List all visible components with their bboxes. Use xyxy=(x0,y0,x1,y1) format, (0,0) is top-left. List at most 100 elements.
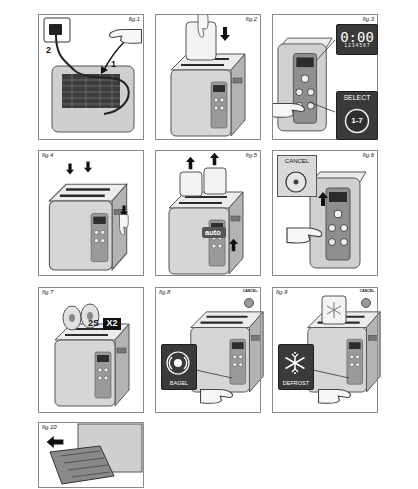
figure-panel: fig.6CANCEL xyxy=(272,150,378,276)
figure-panel: fig.8CANCEL BAGEL xyxy=(155,287,261,413)
toaster xyxy=(191,312,263,392)
fig7-drawing xyxy=(55,304,129,406)
figure-panel: fig.10 xyxy=(38,422,144,488)
figure-panel: fig.5 xyxy=(155,150,261,276)
up-arrow xyxy=(210,153,219,166)
toast-slice xyxy=(204,168,226,194)
figure-number: fig.4 xyxy=(42,152,140,158)
arrow-head xyxy=(101,66,108,74)
toast-slice xyxy=(180,172,202,196)
figure-number: fig.5 xyxy=(159,152,257,158)
button-text: 1 2 3 4 5 6 7 xyxy=(344,44,369,49)
button-text: SELECT xyxy=(343,94,370,101)
button-text: 1-7 xyxy=(351,117,363,125)
bagel-button: BAGEL xyxy=(161,344,197,390)
figure-number: fig.1 xyxy=(42,16,140,22)
toaster xyxy=(55,324,129,406)
leader-line xyxy=(196,370,232,378)
fig9-drawing xyxy=(308,296,380,403)
callout-number: 2 xyxy=(46,46,51,55)
figure-panel: fig.3 0:001 2 3 4 5 6 7 SELECT 1-7 xyxy=(272,14,378,140)
up-arrow xyxy=(318,192,328,206)
bagel-icon-core xyxy=(174,359,182,367)
hand xyxy=(273,104,305,118)
figure-number: fig.6 xyxy=(276,152,374,158)
fig10-drawing xyxy=(47,424,142,484)
button-text: X2 xyxy=(106,319,117,328)
cancel-icon: CANCEL xyxy=(357,290,377,310)
fig3-drawing xyxy=(273,38,336,131)
frost-mark xyxy=(327,302,341,318)
fig5-drawing xyxy=(169,153,243,274)
cancel-inset: CANCEL xyxy=(277,155,317,197)
frozen-slice xyxy=(322,296,346,324)
select-button: 1-7 xyxy=(344,108,370,134)
button-text: CANCEL xyxy=(285,158,309,164)
bagel xyxy=(81,304,99,328)
hand xyxy=(120,215,129,235)
cancel-icon: CANCEL xyxy=(240,290,260,310)
figure-panel: fig.4 xyxy=(38,150,144,276)
fig1-drawing xyxy=(44,18,142,132)
defrost-button: DEFROST xyxy=(278,344,314,390)
toaster-side xyxy=(310,172,366,268)
button-label: auto xyxy=(205,229,221,237)
crumb-tray xyxy=(50,446,114,484)
hand xyxy=(198,14,208,37)
leader-line xyxy=(309,40,335,112)
cancel-dot xyxy=(294,180,299,185)
down-arrow xyxy=(66,163,74,174)
left-arrow xyxy=(47,436,64,448)
hand xyxy=(110,30,142,44)
down-arrow xyxy=(84,161,92,172)
figure-panel: fig.9CANCEL DEFROST xyxy=(272,287,378,413)
snowflake-icon xyxy=(286,352,305,374)
figure-number: fig.2 xyxy=(159,16,257,22)
toaster xyxy=(169,192,243,274)
plug xyxy=(49,24,62,35)
step-arrow xyxy=(104,40,126,70)
button-outline xyxy=(346,110,369,133)
button-text: 2S xyxy=(88,319,99,328)
hand xyxy=(319,390,351,404)
button-text: CANCEL xyxy=(243,290,258,294)
repeat-badge: X2 xyxy=(103,318,121,330)
button-text: CANCEL xyxy=(360,290,375,294)
toaster xyxy=(49,184,126,270)
up-arrow xyxy=(229,239,238,252)
fig2-drawing xyxy=(171,14,245,136)
fig4-drawing xyxy=(49,161,128,270)
figure-number: fig.3 xyxy=(276,16,374,22)
button-text: BAGEL xyxy=(170,381,188,387)
bagel xyxy=(63,306,81,330)
down-arrow xyxy=(220,27,230,41)
figure-number: fig.8 xyxy=(159,289,257,295)
cancel-icon-circle xyxy=(362,299,371,308)
select-inset: SELECT 1-7 xyxy=(336,91,378,140)
bagel-icon-arcs xyxy=(169,357,186,369)
figure-panel: fig.2 xyxy=(155,14,261,140)
auto-badge xyxy=(202,227,226,238)
hand xyxy=(287,228,322,243)
power-cord xyxy=(56,35,129,114)
bagel-icon xyxy=(167,352,189,374)
figure-number: fig.7 xyxy=(42,289,140,295)
figure-panel: fig.1 xyxy=(38,14,144,140)
figure-number: fig.10 xyxy=(42,424,140,430)
leader-line xyxy=(313,370,349,378)
up-arrow xyxy=(186,157,195,170)
cancel-button-icon xyxy=(286,172,306,192)
figure-number: fig.9 xyxy=(276,289,374,295)
fig8-drawing xyxy=(191,312,263,403)
button-text: 0:00 xyxy=(340,30,374,45)
shade-label: 2S xyxy=(85,318,102,330)
tray-grille xyxy=(60,451,110,477)
figure-panel: fig.7 2S X2 xyxy=(38,287,144,413)
display-inset: 0:001 2 3 4 5 6 7 xyxy=(336,24,378,55)
cancel-icon-circle xyxy=(245,299,254,308)
